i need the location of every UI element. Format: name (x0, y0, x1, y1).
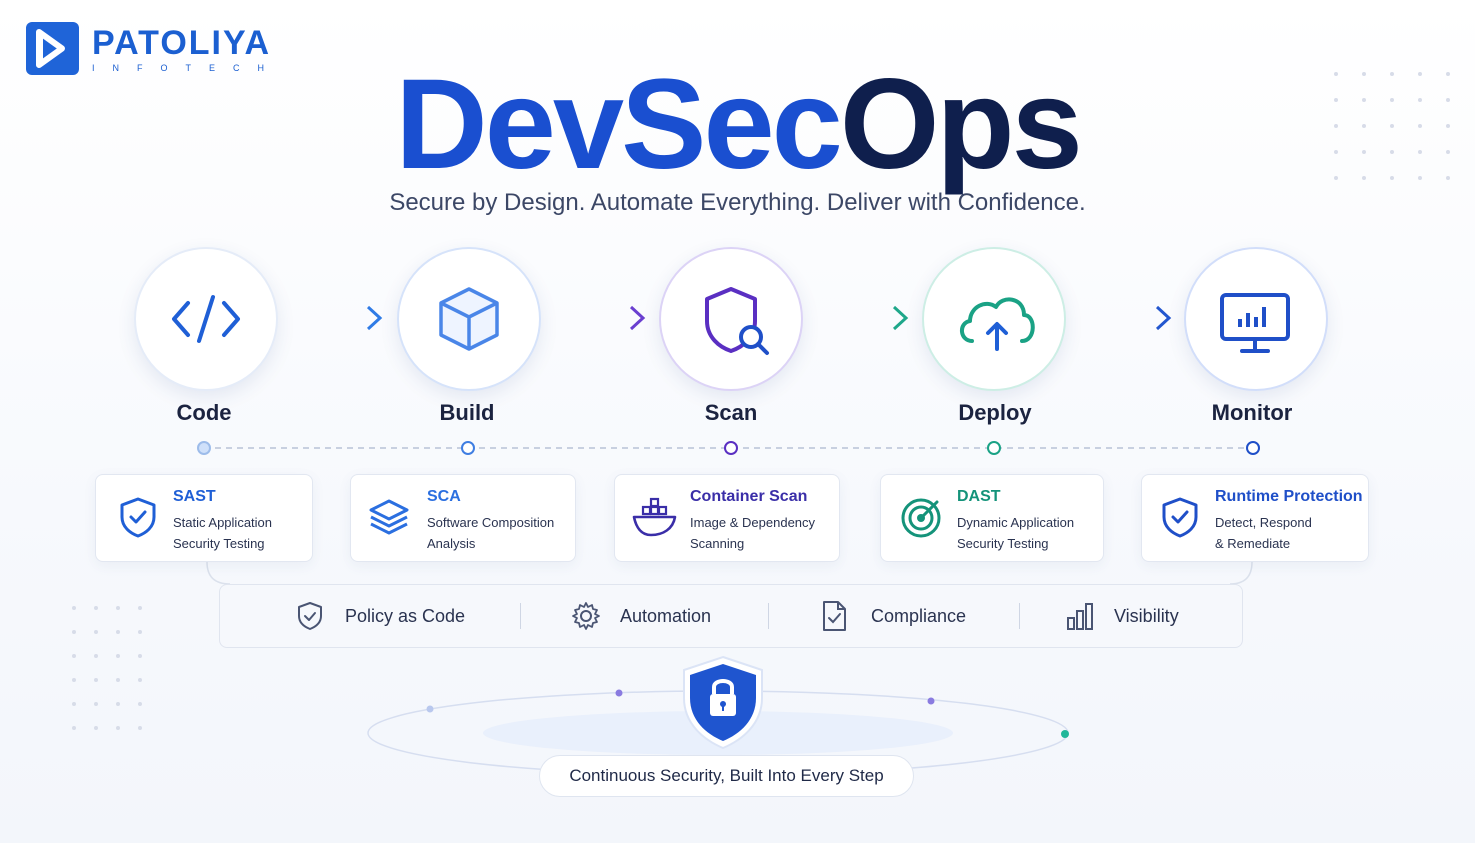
tagline: Secure by Design. Automate Everything. D… (389, 189, 1086, 216)
timeline-node (461, 441, 475, 455)
capability-label: Policy as Code (345, 606, 466, 626)
target-icon (901, 498, 941, 538)
timeline-node (197, 441, 211, 455)
divider (1019, 603, 1020, 629)
container-ship-icon (632, 497, 677, 537)
capability-label: Compliance (871, 606, 967, 626)
stage-label-deploy: Deploy (958, 400, 1032, 425)
card-title: SCA (427, 488, 461, 505)
arrow-head (1155, 305, 1172, 331)
arrow-head (366, 305, 383, 331)
capability-label: Visibility (1114, 606, 1179, 626)
bar-chart-icon (1067, 603, 1093, 630)
timeline-node (1246, 441, 1260, 455)
card-runtime-protection: Runtime Protection Detect, Respond& Reme… (1141, 474, 1369, 562)
card-title: DAST (957, 488, 1001, 505)
stage-label-code: Code (176, 400, 232, 425)
card-title: Runtime Protection (1215, 488, 1363, 505)
decor-dot-grid (1334, 72, 1474, 202)
arrow-head (629, 305, 646, 331)
shield-check-icon (1162, 497, 1198, 538)
code-brackets-icon (172, 295, 240, 343)
bottom-caption: Continuous Security, Built Into Every St… (539, 755, 914, 797)
arrow-head (892, 305, 909, 331)
monitor-chart-icon (1220, 293, 1290, 353)
title-part-ops: Ops (839, 53, 1083, 196)
capability-label: Automation (620, 606, 712, 626)
card-title: Container Scan (690, 488, 808, 505)
orbit-dot (426, 705, 434, 713)
stage-scan-circle (659, 247, 803, 391)
brand-subtitle: INFOTECH (92, 63, 282, 73)
layers-icon (369, 499, 409, 535)
capabilities-bar: Policy as Code Automation Compliance Vis… (219, 584, 1243, 648)
brand-mark-icon (26, 22, 79, 75)
decor-dot-grid (72, 606, 160, 750)
padlock-shield-icon (683, 655, 763, 750)
stage-label-build: Build (439, 400, 495, 425)
stage-deploy-circle (922, 247, 1066, 391)
stage-label-monitor: Monitor (1211, 400, 1293, 425)
shield-search-icon (705, 287, 769, 355)
stage-code-circle (134, 247, 278, 391)
card-description: Detect, Respond& Remediate (1215, 515, 1312, 551)
card-title: SAST (173, 488, 216, 505)
stage-monitor-circle (1184, 247, 1328, 391)
orbit-dot (1061, 730, 1069, 738)
document-check-icon (823, 601, 846, 631)
divider (768, 603, 769, 629)
title-part-devsec: DevSec (395, 53, 843, 196)
timeline-node (724, 441, 738, 455)
bracket-left (206, 561, 231, 585)
stage-build-circle (397, 247, 541, 391)
orbit-dot (927, 697, 935, 705)
stage-label-scan: Scan (704, 400, 758, 425)
cloud-upload-icon (960, 297, 1035, 351)
timeline-node (987, 441, 1001, 455)
shield-check-icon (120, 497, 156, 538)
brand-logo: PATOLIYA INFOTECH (26, 22, 296, 78)
page-title: DevSecOps (0, 50, 1475, 200)
cube-icon (439, 287, 499, 351)
bracket-right (1229, 561, 1253, 585)
orbit-dot (615, 689, 623, 697)
gear-icon (572, 602, 600, 630)
shield-check-icon (298, 602, 322, 630)
divider (520, 603, 521, 629)
brand-name: PATOLIYA (92, 24, 272, 62)
